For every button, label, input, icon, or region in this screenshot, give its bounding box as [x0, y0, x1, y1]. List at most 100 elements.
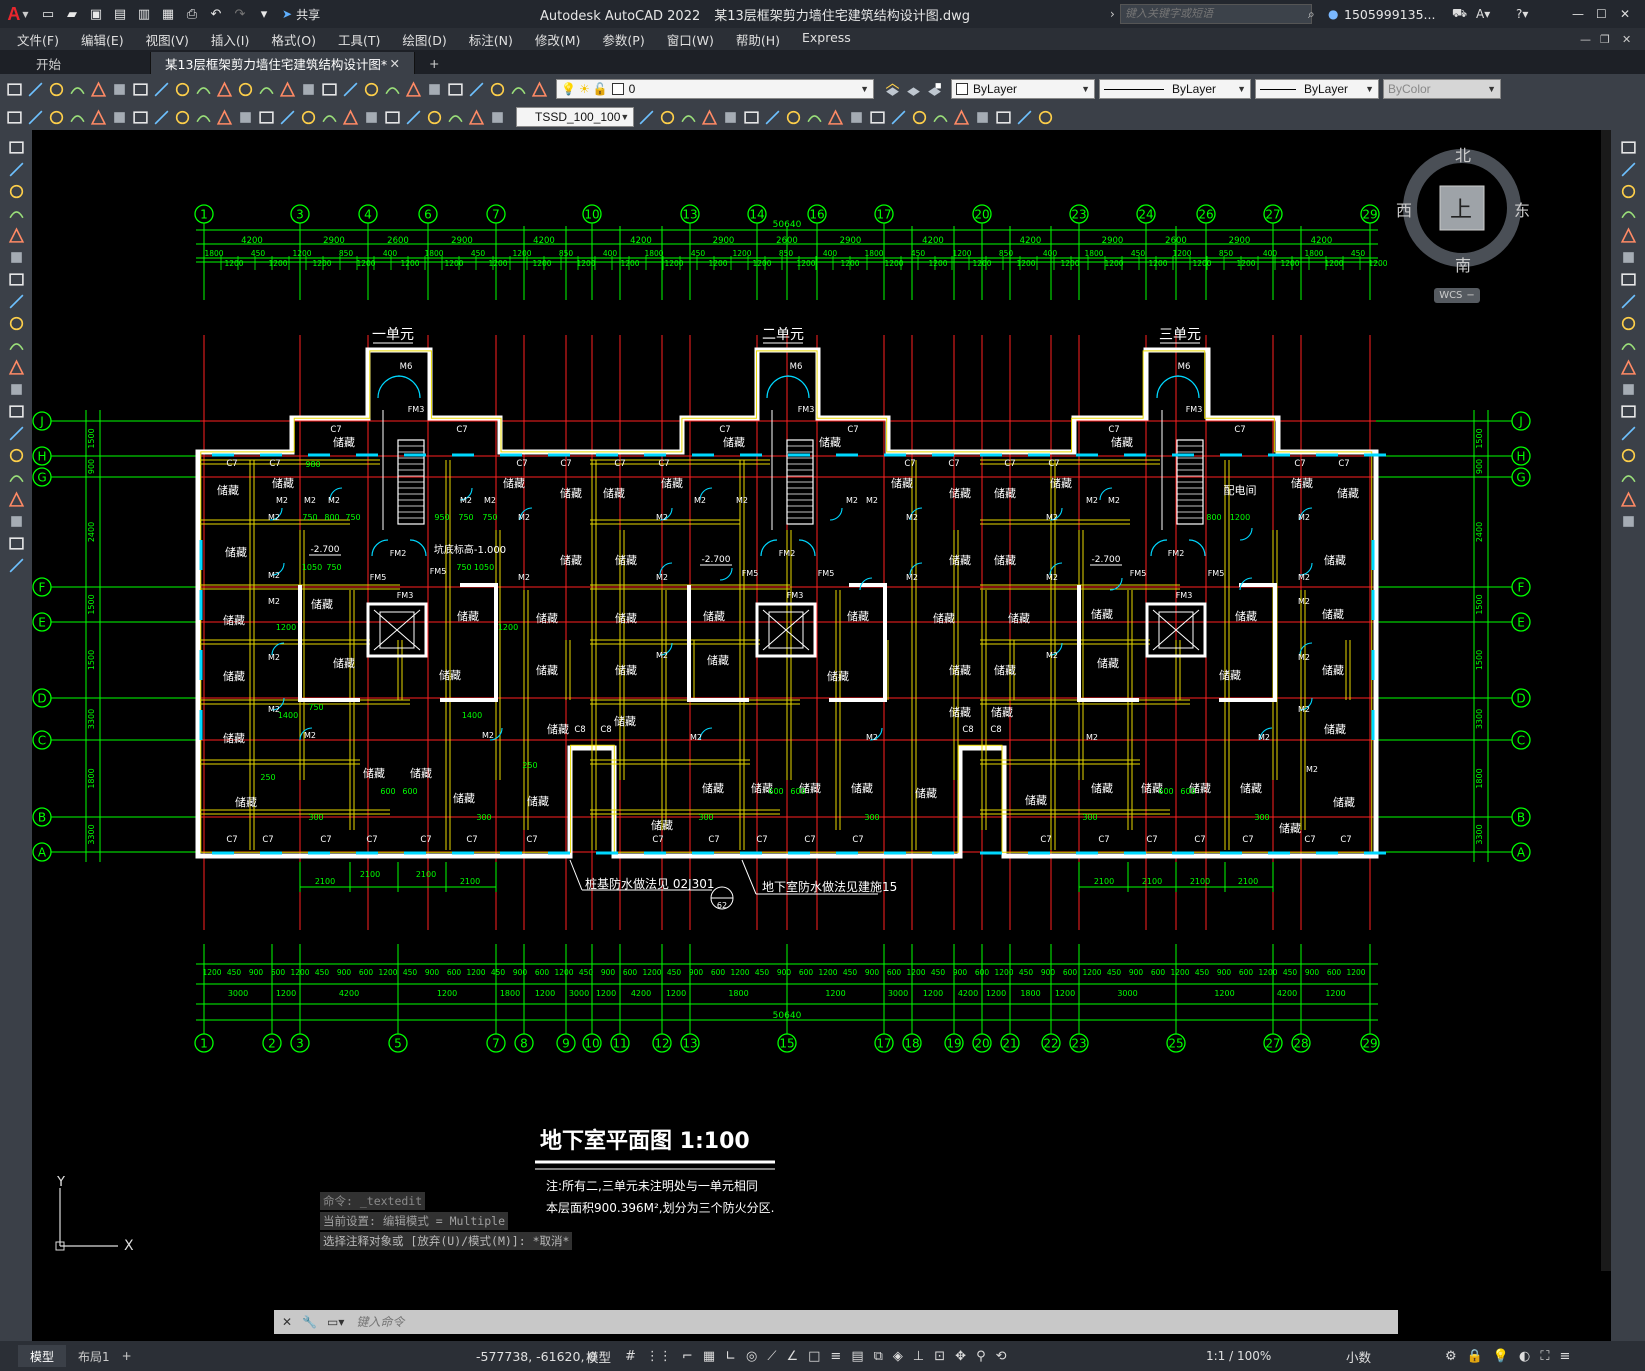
search-icon[interactable]: ⌕	[1308, 6, 1315, 21]
ellipse-icon[interactable]	[4, 335, 28, 356]
menu-item[interactable]: 插入(I)	[210, 32, 250, 48]
viewcube-north[interactable]: 北	[1455, 146, 1472, 165]
text-style-icon[interactable]	[637, 108, 656, 127]
properties-icon[interactable]	[173, 80, 192, 99]
gizmo-icon[interactable]: ✥	[955, 1348, 967, 1364]
polygon-icon[interactable]	[4, 203, 28, 224]
save-as-icon[interactable]: ▤	[113, 6, 127, 22]
dim-break-icon[interactable]	[320, 108, 339, 127]
block-icon[interactable]	[4, 401, 28, 422]
view-back-icon[interactable]	[679, 108, 698, 127]
region-icon[interactable]	[4, 489, 28, 510]
trim-icon[interactable]	[1616, 335, 1640, 356]
view-iso-sw-icon[interactable]	[742, 108, 761, 127]
quickcalc-icon[interactable]	[509, 80, 528, 99]
menu-item[interactable]: 编辑(E)	[80, 32, 124, 48]
chamfer-icon[interactable]	[1616, 445, 1640, 466]
menu-item[interactable]: 修改(M)	[534, 32, 581, 48]
move-icon[interactable]	[1616, 247, 1640, 268]
minimize-icon[interactable]: —	[1572, 7, 1584, 21]
dim-text-edit-icon[interactable]	[446, 108, 465, 127]
units-display[interactable]: 小数	[1346, 1349, 1372, 1365]
dim-update-icon[interactable]	[467, 108, 486, 127]
line-icon[interactable]	[4, 137, 28, 158]
center-mark-icon[interactable]	[362, 108, 381, 127]
menu-item[interactable]: 帮助(H)	[735, 32, 780, 48]
dim-ordinate-icon[interactable]	[131, 108, 150, 127]
arc-icon[interactable]	[4, 247, 28, 268]
tolerance-icon[interactable]	[341, 108, 360, 127]
viewcube-west[interactable]: 西	[1396, 201, 1413, 220]
redo-icon[interactable]	[341, 80, 360, 99]
fly-icon[interactable]	[889, 108, 908, 127]
new-tab-button[interactable]: +	[429, 55, 440, 71]
grid-icon[interactable]: #	[625, 1348, 636, 1364]
color-dropdown[interactable]: ByLayer ▼	[951, 79, 1095, 99]
preview-icon[interactable]	[89, 80, 108, 99]
menu-item[interactable]: 工具(T)	[337, 32, 381, 48]
insert-icon[interactable]	[4, 379, 28, 400]
dim-diameter-icon[interactable]	[194, 108, 213, 127]
layer-dropdown[interactable]: 💡 ☀ 🔓 0 ▼	[556, 79, 874, 99]
snap-icon[interactable]: ⋮⋮	[645, 1348, 672, 1364]
menu-item[interactable]: Express	[801, 29, 851, 45]
view-right-icon[interactable]	[721, 108, 740, 127]
auto-scale-icon[interactable]: ⟲	[995, 1348, 1007, 1364]
menu-item[interactable]: 文件(F)	[17, 32, 59, 48]
isolate-icon[interactable]: 💡	[1492, 1348, 1510, 1364]
circle-icon[interactable]	[4, 269, 28, 290]
table-icon[interactable]	[4, 511, 28, 532]
menu-item[interactable]: 视图(V)	[145, 32, 189, 48]
view-iso-nw-icon[interactable]	[805, 108, 824, 127]
menu-item[interactable]: 绘图(D)	[402, 32, 447, 48]
paste-icon[interactable]	[278, 80, 297, 99]
maximize-icon[interactable]: ☐	[1596, 7, 1607, 21]
user-icon[interactable]: ●	[1328, 7, 1339, 21]
sheetset-icon[interactable]	[446, 80, 465, 99]
annotation-visibility-icon[interactable]: ⚲	[976, 1348, 986, 1364]
3d-print-icon[interactable]	[131, 80, 150, 99]
viewcube-east[interactable]: 东	[1514, 201, 1531, 220]
make-block-icon[interactable]	[26, 108, 45, 127]
customize-icon[interactable]: ≡	[1559, 1348, 1571, 1364]
extend-icon[interactable]	[1616, 357, 1640, 378]
plot-icon[interactable]: ⎙	[186, 6, 198, 22]
customize-icon[interactable]: ▾	[260, 6, 268, 22]
scale-icon[interactable]	[1616, 291, 1640, 312]
redo-icon[interactable]: ↷	[234, 6, 246, 22]
copy-icon[interactable]	[257, 80, 276, 99]
publish-icon[interactable]	[110, 80, 129, 99]
view-left-icon[interactable]	[700, 108, 719, 127]
layer-previous-icon[interactable]	[904, 80, 923, 99]
lineweight-dropdown[interactable]: ByLayer ▼	[1255, 79, 1379, 99]
walk-icon[interactable]	[868, 108, 887, 127]
hatch-icon[interactable]	[4, 445, 28, 466]
dim-angular-icon[interactable]	[215, 108, 234, 127]
tab-model[interactable]: 模型	[18, 1345, 67, 1367]
construction-line-icon[interactable]	[4, 159, 28, 180]
close-icon[interactable]: ✕	[1620, 7, 1631, 21]
new-icon[interactable]	[5, 80, 24, 99]
web-open-icon[interactable]: ▥	[137, 6, 151, 22]
menu-item[interactable]: 参数(P)	[602, 32, 645, 48]
zoom-realtime-icon[interactable]	[383, 80, 402, 99]
open-icon[interactable]	[26, 80, 45, 99]
markup-icon[interactable]	[467, 80, 486, 99]
clean-screen-icon[interactable]: ⛶	[1540, 1348, 1550, 1364]
ellipse-arc-icon[interactable]	[4, 357, 28, 378]
viewcube-south[interactable]: 南	[1455, 256, 1472, 275]
pan-icon[interactable]	[362, 80, 381, 99]
mirror-icon[interactable]	[1616, 181, 1640, 202]
isodraft-icon[interactable]: ⟋	[767, 1348, 777, 1364]
blend-icon[interactable]	[1616, 489, 1640, 510]
lock-ui-icon[interactable]: 🔒	[1466, 1348, 1483, 1364]
view-front-icon[interactable]	[658, 108, 677, 127]
dynamic-ucs-icon[interactable]: ⊥	[912, 1348, 925, 1364]
command-close-icon[interactable]: ✕	[282, 1315, 293, 1329]
gradient-icon[interactable]	[4, 467, 28, 488]
insert-block-icon[interactable]	[5, 108, 24, 127]
ucs-object-icon[interactable]	[1036, 108, 1055, 127]
dynamic-input-icon[interactable]: ▦	[702, 1348, 716, 1364]
tab-drawing[interactable]: 某13层框架剪力墙住宅建筑结构设计图* ✕	[151, 52, 415, 74]
